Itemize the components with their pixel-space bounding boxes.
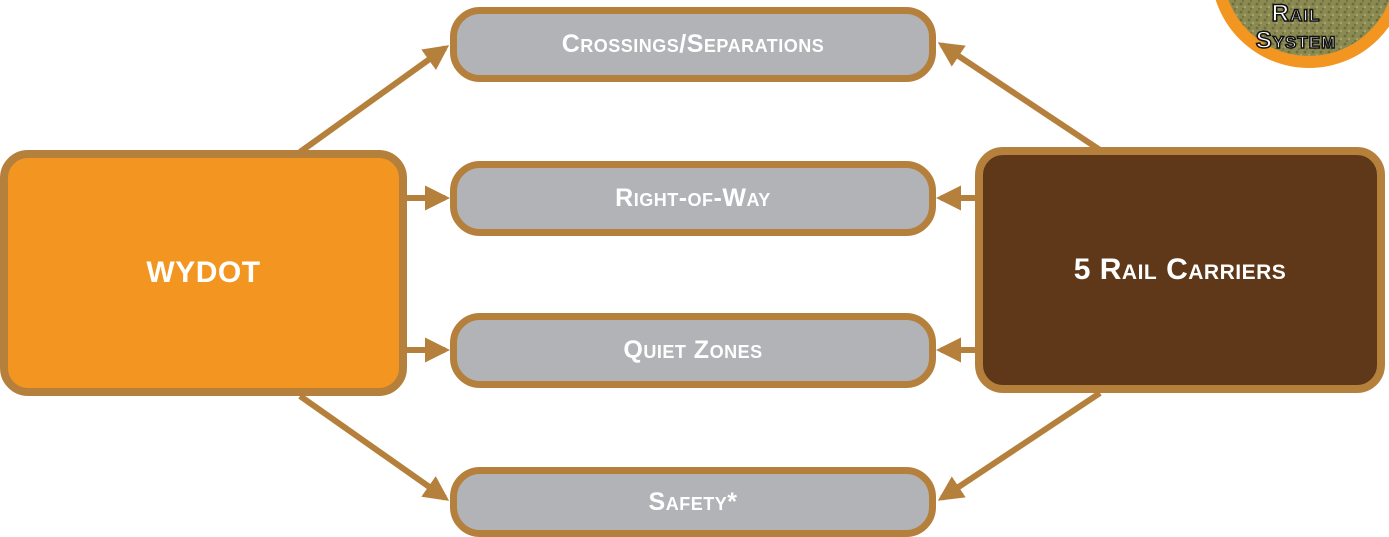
arrow-carriers-safety	[937, 390, 1102, 501]
wydot-label: WYDOT	[146, 256, 261, 289]
topic-quiet-zones: Quiet Zones	[450, 313, 936, 388]
topic-label: Right-of-Way	[615, 184, 771, 212]
topic-label: Safety*	[648, 487, 738, 516]
rail-system-badge: Rail System	[1199, 0, 1389, 80]
topic-label: Quiet Zones	[623, 336, 763, 364]
arrow-wydot-crossings	[298, 45, 450, 155]
arrow-carriers-crossings	[937, 42, 1102, 153]
topic-right-of-way: Right-of-Way	[450, 161, 936, 236]
badge-emblem-icon	[1215, 0, 1389, 68]
arrow-wydot-safety	[298, 393, 450, 501]
rail-carriers-node: 5 Rail Carriers	[975, 147, 1385, 393]
badge-line-1: Rail	[1271, 0, 1321, 28]
topic-safety: Safety*	[450, 467, 936, 537]
topic-label: Crossings/Separations	[561, 30, 825, 58]
badge-line-2: System	[1255, 26, 1337, 55]
rail-carriers-label: 5 Rail Carriers	[1073, 253, 1287, 286]
badge-text: Rail System	[1221, 0, 1371, 55]
topic-crossings-separations: Crossings/Separations	[450, 7, 936, 82]
wydot-node: WYDOT	[0, 150, 407, 396]
